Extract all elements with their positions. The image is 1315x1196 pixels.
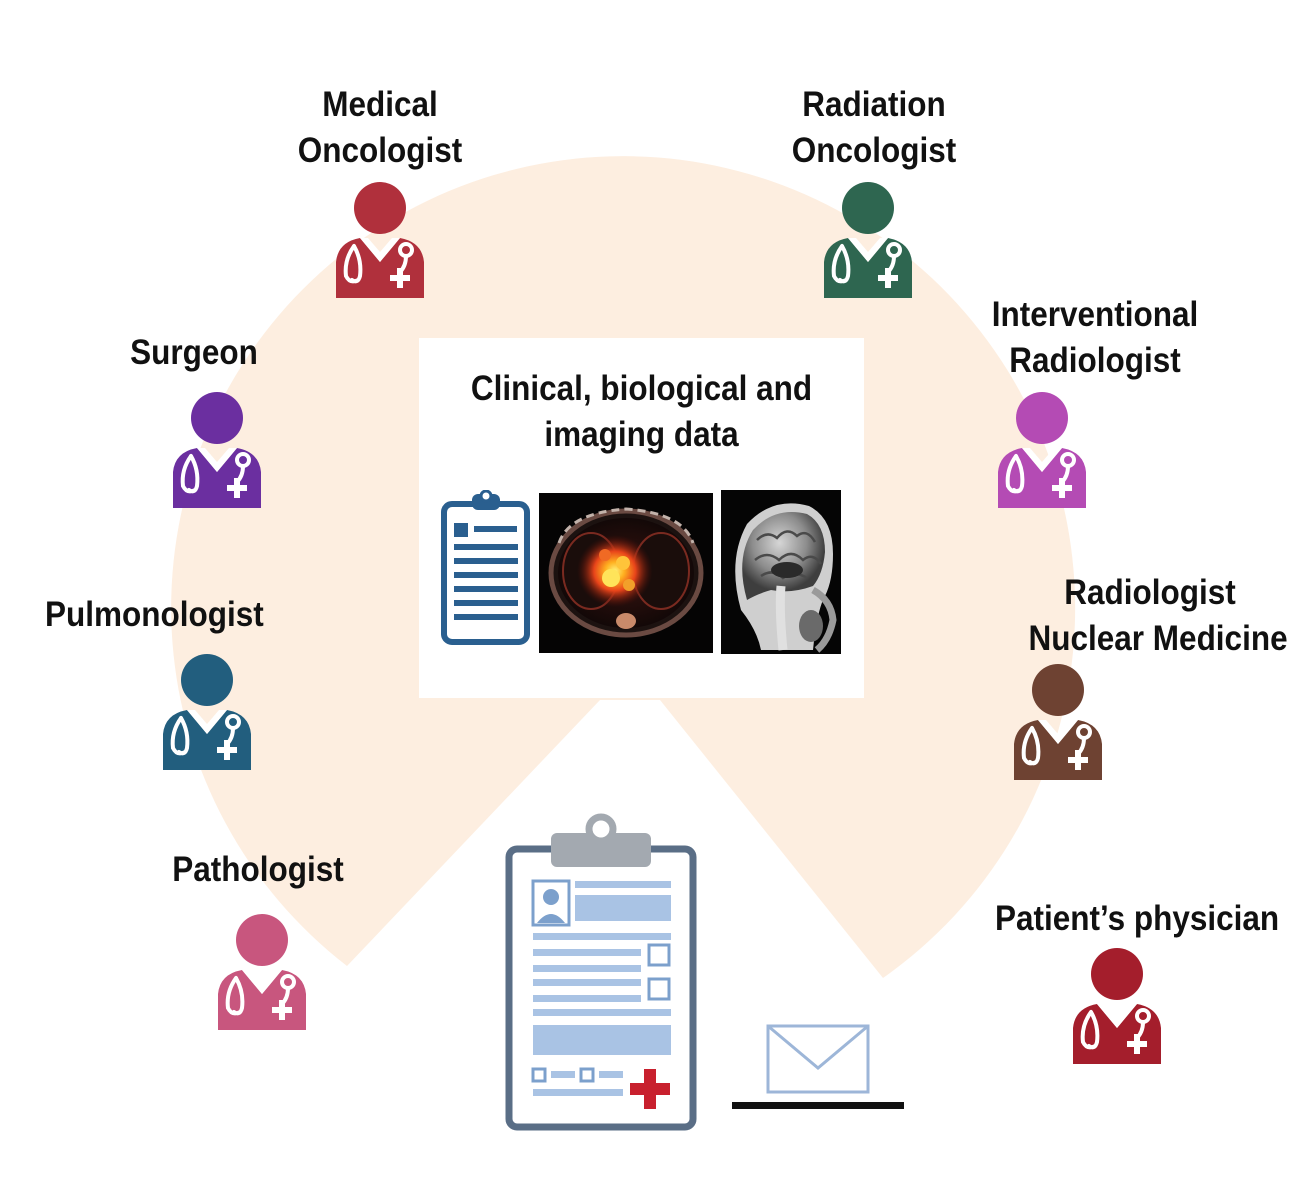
doctor-figure <box>163 654 251 770</box>
label-surgeon: Surgeon <box>113 330 275 376</box>
doctor-icon-pulmonologist <box>157 652 257 772</box>
doctor-icon-medical-oncologist <box>330 180 430 300</box>
envelope-icon <box>732 1024 904 1109</box>
doctor-figure <box>998 392 1086 508</box>
data-title-line: Clinical, biological and <box>470 369 813 408</box>
label-line: Radiation <box>802 85 946 124</box>
label-pulmonologist: Pulmonologist <box>45 592 264 638</box>
doctor-icon-radiologist-nuclear-medicine <box>1008 662 1108 782</box>
doctor-icon-pathologist <box>212 912 312 1032</box>
label-radiation-oncologist: Radiation Oncologist <box>775 82 973 174</box>
data-title-line: imaging data <box>544 415 739 454</box>
doctor-figure <box>218 914 306 1030</box>
label-line: Radiologist <box>1064 573 1236 612</box>
label-line: Oncologist <box>297 131 463 170</box>
label-line: Oncologist <box>791 131 957 170</box>
label-line: Surgeon <box>130 333 258 372</box>
label-radiologist-nuclear-medicine: Radiologist Nuclear Medicine <box>1028 570 1288 662</box>
doctor-figure <box>336 182 424 298</box>
label-patients-physician: Patient’s physician <box>995 896 1280 942</box>
brain-mri-sagittal-scan <box>721 490 841 654</box>
doctor-figure <box>1014 664 1102 780</box>
medical-report-clipboard-icon <box>505 813 697 1131</box>
data-panel: Clinical, biological and imaging data <box>419 338 864 698</box>
label-line: Interventional <box>991 295 1199 334</box>
clipboard-document-icon <box>441 490 530 645</box>
label-pathologist: Pathologist <box>168 847 348 893</box>
pet-ct-chest-scan <box>539 493 713 653</box>
doctor-figure <box>1073 948 1161 1064</box>
label-line: Pathologist <box>172 850 344 889</box>
label-medical-oncologist: Medical Oncologist <box>281 82 479 174</box>
label-line: Pulmonologist <box>45 595 264 634</box>
doctor-icon-radiation-oncologist <box>818 180 918 300</box>
label-line: Medical <box>322 85 438 124</box>
data-panel-title: Clinical, biological and imaging data <box>441 366 842 458</box>
label-line: Patient’s physician <box>995 899 1280 938</box>
doctor-icon-patients-physician <box>1067 946 1167 1066</box>
doctor-icon-surgeon <box>167 390 267 510</box>
label-line: Nuclear Medicine <box>1028 619 1288 658</box>
doctor-icon-interventional-radiologist <box>992 390 1092 510</box>
label-interventional-radiologist: Interventional Radiologist <box>983 292 1208 384</box>
doctor-figure <box>824 182 912 298</box>
doctor-figure <box>173 392 261 508</box>
label-line: Radiologist <box>1009 341 1181 380</box>
